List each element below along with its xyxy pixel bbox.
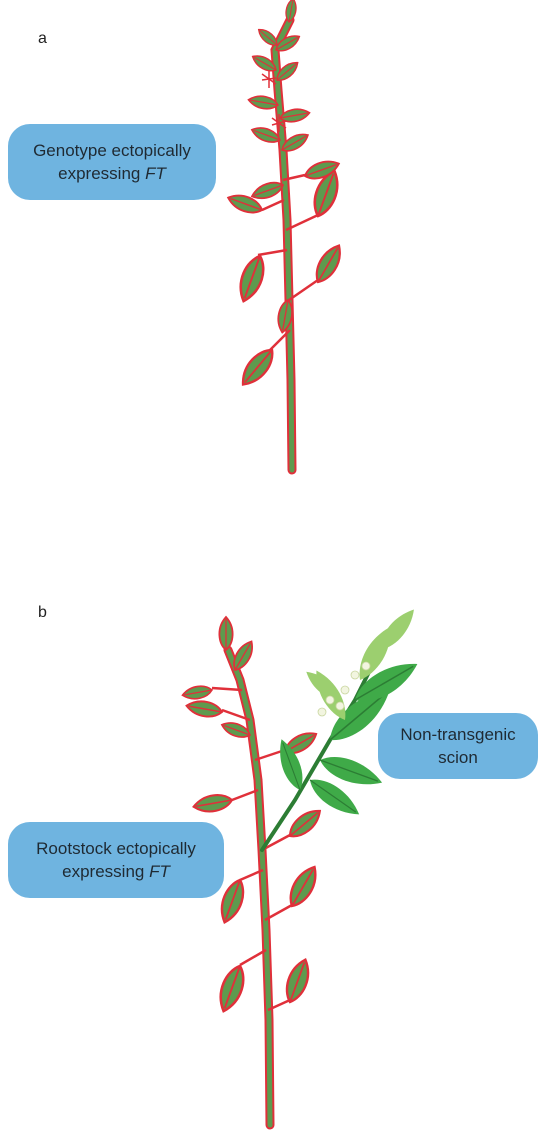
panel-a-label: a	[38, 30, 47, 48]
callout-rootstock-line2: expressing	[62, 862, 149, 881]
callout-genotype-line2: expressing	[58, 164, 145, 183]
callout-scion-line1: Non-transgenic	[400, 723, 515, 746]
callout-scion-line2: scion	[438, 746, 478, 769]
callout-genotype: Genotype ectopically expressing FT	[8, 124, 216, 200]
callout-rootstock: Rootstock ectopically expressing FT	[8, 822, 224, 898]
callout-rootstock-line1: Rootstock ectopically	[36, 837, 196, 860]
rootstock-leaves	[181, 617, 324, 1014]
callout-genotype-ft: FT	[145, 164, 166, 183]
callout-genotype-line1: Genotype ectopically	[33, 139, 191, 162]
panel-b-label: b	[38, 604, 47, 622]
plant-a-transgenic	[226, 0, 347, 470]
callout-rootstock-ft: FT	[149, 862, 170, 881]
callout-scion: Non-transgenic scion	[378, 713, 538, 779]
